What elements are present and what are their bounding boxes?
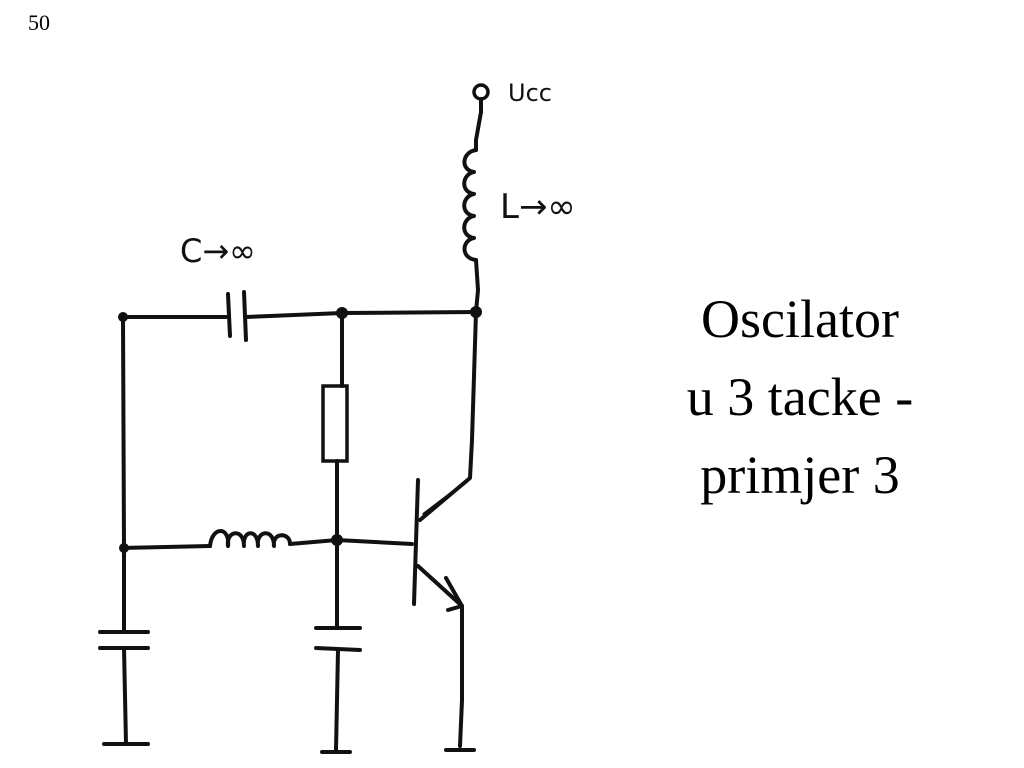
middle-wire-left: [122, 544, 212, 550]
title-line-1: Oscilator: [701, 289, 899, 349]
capacitor-label: C→∞: [180, 232, 256, 270]
transistor-collector-outline: [422, 480, 468, 516]
middle-capacitor: [314, 626, 362, 652]
transistor-emitter: [416, 564, 464, 608]
middle-wire-right: [288, 538, 414, 546]
supply-terminal: [472, 83, 490, 101]
supply-label: Ucc: [508, 79, 552, 107]
choke-label: L→∞: [500, 187, 576, 227]
left-ground-wire: [122, 646, 128, 746]
title-line-3: primjer 3: [700, 445, 900, 505]
coupling-capacitor: [226, 290, 248, 342]
middle-inductor: [208, 529, 292, 548]
choke-inductor: [462, 148, 478, 262]
transistor-collector: [418, 310, 478, 522]
title-line-2: u 3 tacke -: [686, 367, 914, 427]
middle-ground-wire: [334, 648, 340, 752]
top-wire-right: [244, 310, 478, 319]
supply-wire: [474, 97, 483, 152]
slide-title: Oscilator u 3 tacke - primjer 3: [640, 280, 960, 514]
resistor: [321, 384, 349, 463]
transistor-base-bar: [412, 478, 420, 606]
collector-supply-wire: [474, 258, 480, 314]
emitter-wire: [458, 604, 464, 748]
left-capacitor: [98, 630, 150, 650]
page-number: 50: [28, 10, 50, 35]
left-vertical-wire: [121, 315, 126, 632]
